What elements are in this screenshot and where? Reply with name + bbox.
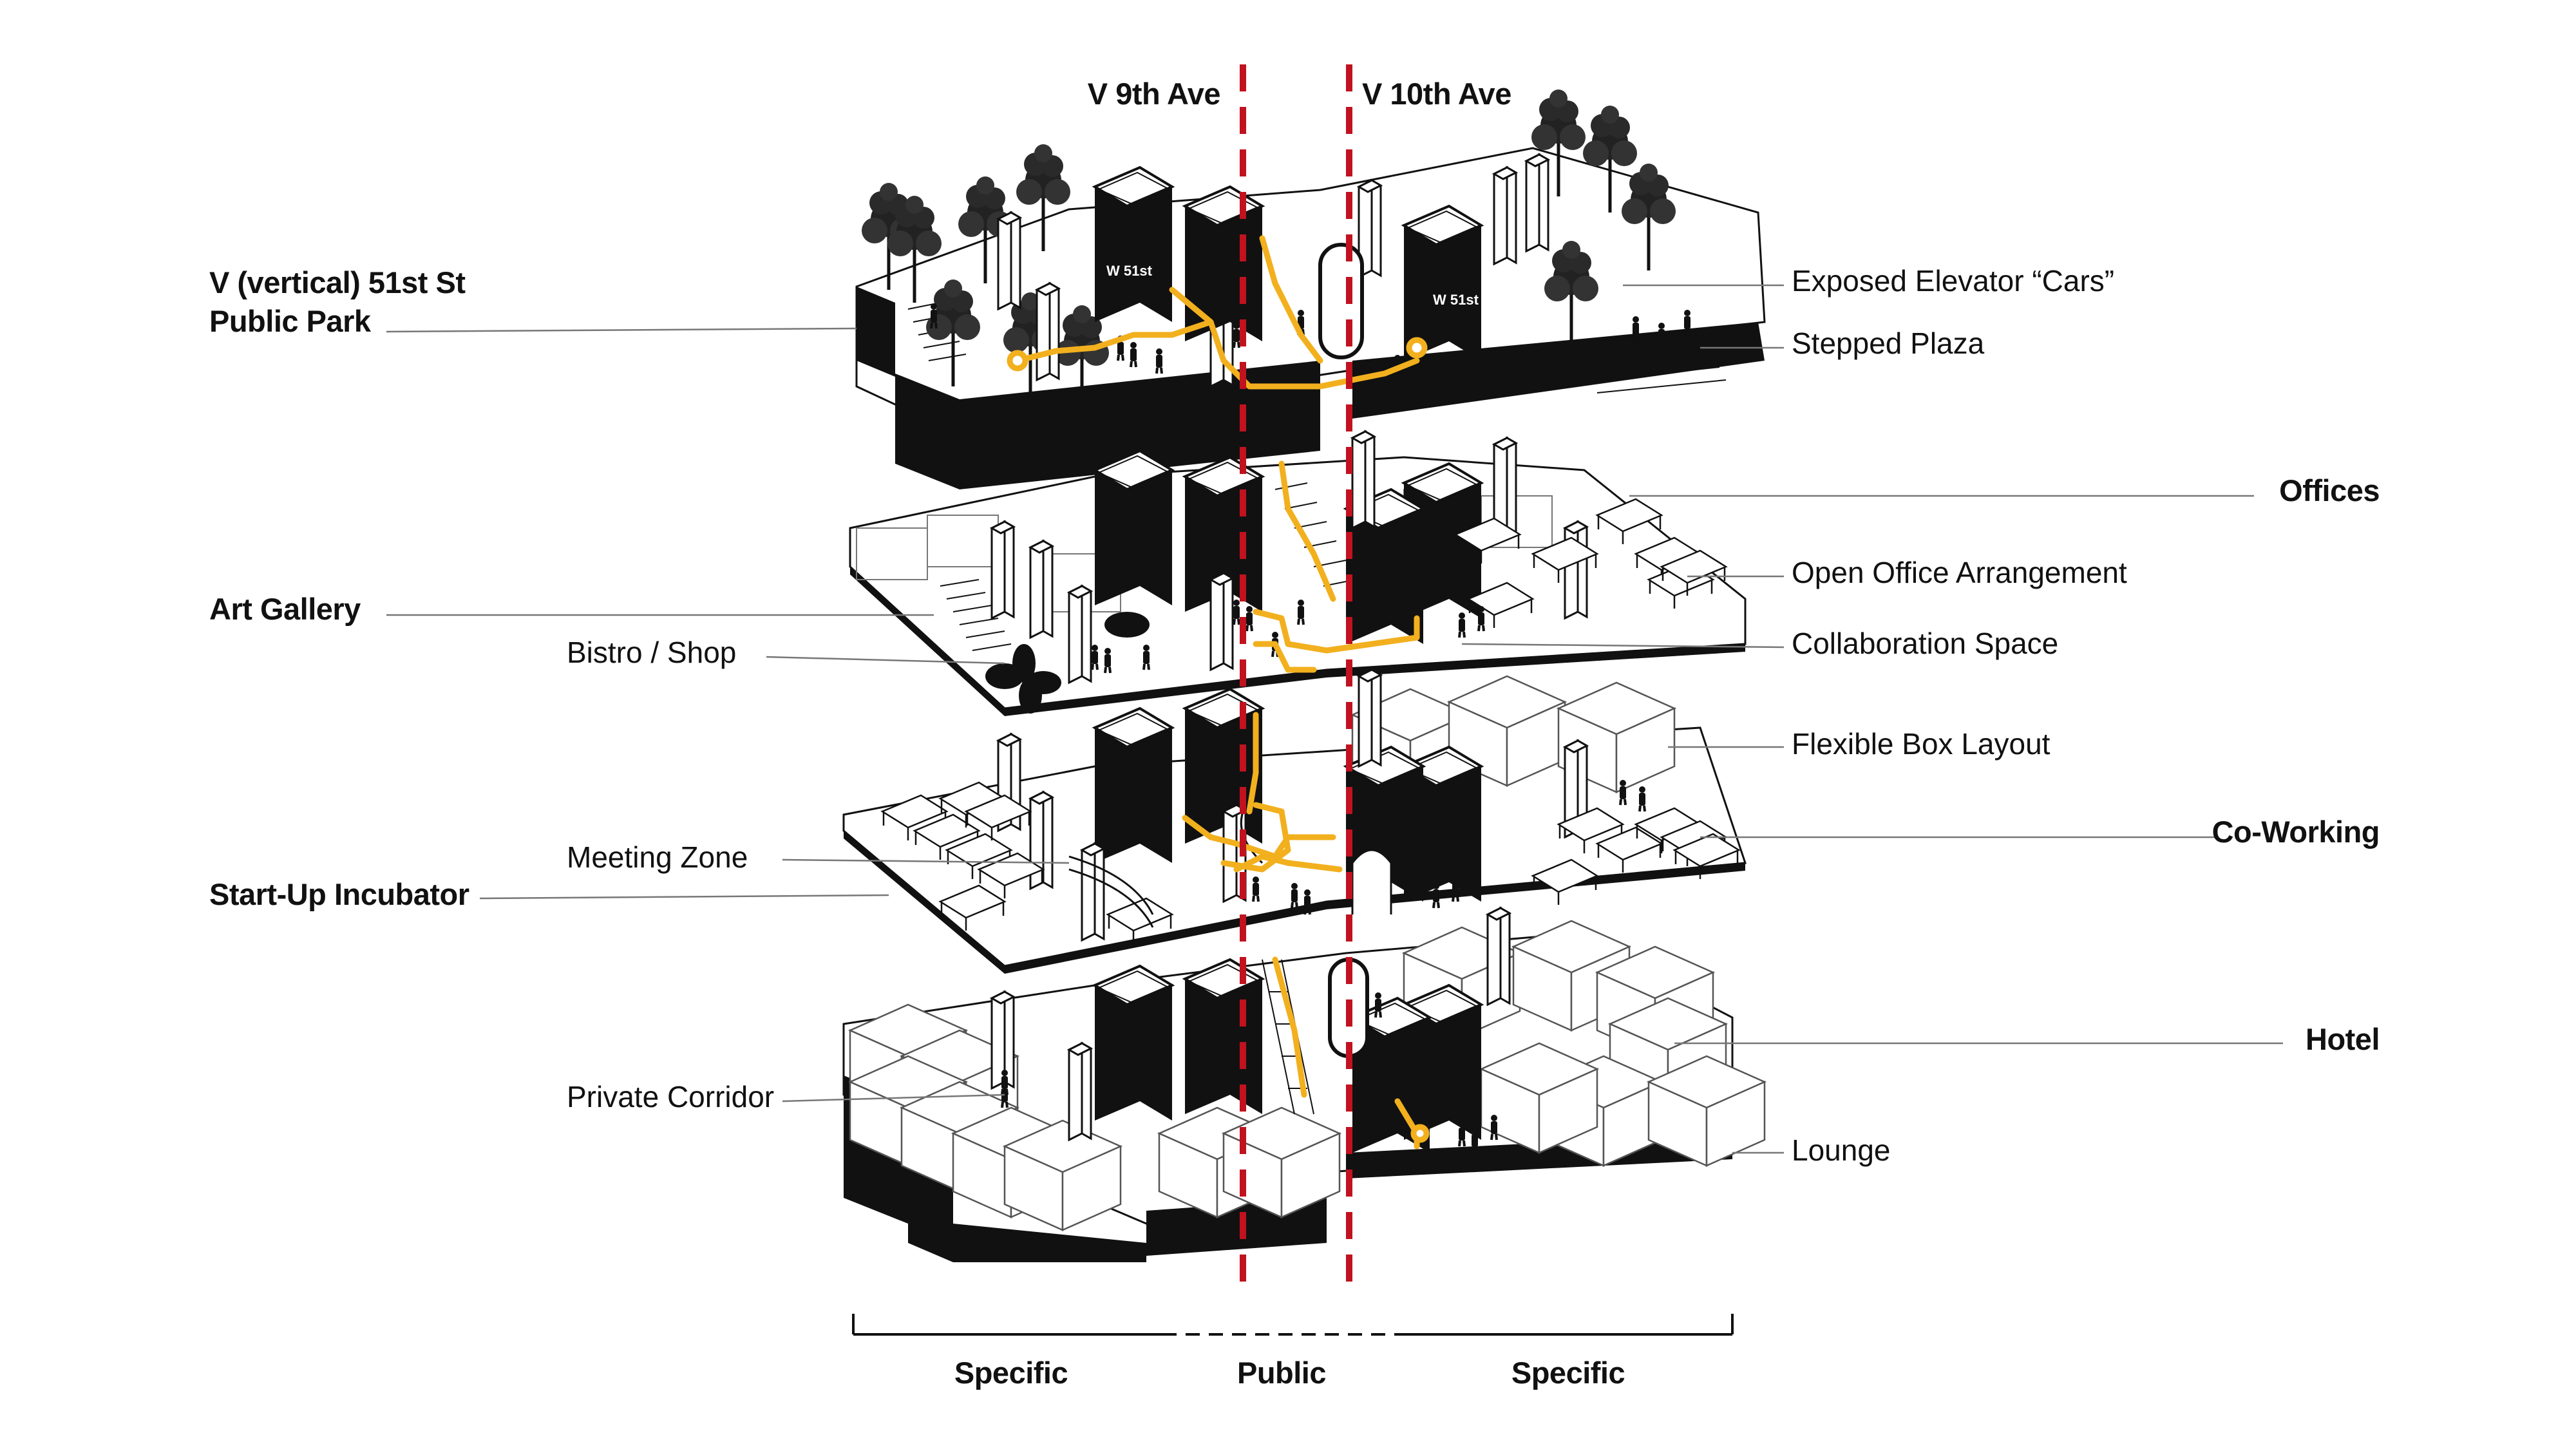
- level-hotel: [842, 907, 1766, 1262]
- callout-meeting-zone: Meeting Zone: [567, 840, 748, 874]
- circulation-path: [1007, 235, 1430, 1150]
- zone-label-specific-left: Specific: [954, 1356, 1068, 1390]
- label-offices: Offices: [2279, 473, 2380, 507]
- callout-private-corridor: Private Corridor: [567, 1080, 775, 1113]
- street-sign-left: W 51st: [1106, 263, 1152, 279]
- label-hotel: Hotel: [2306, 1022, 2380, 1056]
- avenue-axis-lines: [1240, 64, 1352, 1282]
- zone-bracket: [852, 1314, 1734, 1336]
- callout-elevator-cars: Exposed Elevator “Cars”: [1792, 264, 2115, 298]
- callout-bistro: Bistro / Shop: [567, 636, 737, 669]
- avenue-label-right: V 10th Ave: [1362, 77, 1511, 111]
- street-sign-right: W 51st: [1433, 292, 1479, 308]
- label-park-line1: V (vertical) 51st St: [209, 265, 466, 299]
- label-park-line2: Public Park: [209, 304, 371, 338]
- leader-lines: [386, 284, 2283, 1154]
- level-park: [855, 90, 1766, 489]
- callout-collaboration: Collaboration Space: [1792, 627, 2059, 660]
- callout-flexible-box: Flexible Box Layout: [1792, 727, 2050, 761]
- level-incubator-coworking: [842, 668, 1747, 974]
- label-coworking: Co-Working: [2211, 815, 2380, 849]
- label-startup-incubator: Start-Up Incubator: [209, 877, 469, 911]
- zone-label-specific-right: Specific: [1511, 1356, 1625, 1390]
- zone-label-public: Public: [1236, 1356, 1327, 1390]
- callout-stepped-plaza: Stepped Plaza: [1792, 327, 1985, 360]
- avenue-label-left: V 9th Ave: [1087, 77, 1221, 111]
- callout-lounge: Lounge: [1792, 1133, 1891, 1167]
- label-art-gallery: Art Gallery: [209, 592, 361, 626]
- callout-open-office: Open Office Arrangement: [1792, 556, 2127, 589]
